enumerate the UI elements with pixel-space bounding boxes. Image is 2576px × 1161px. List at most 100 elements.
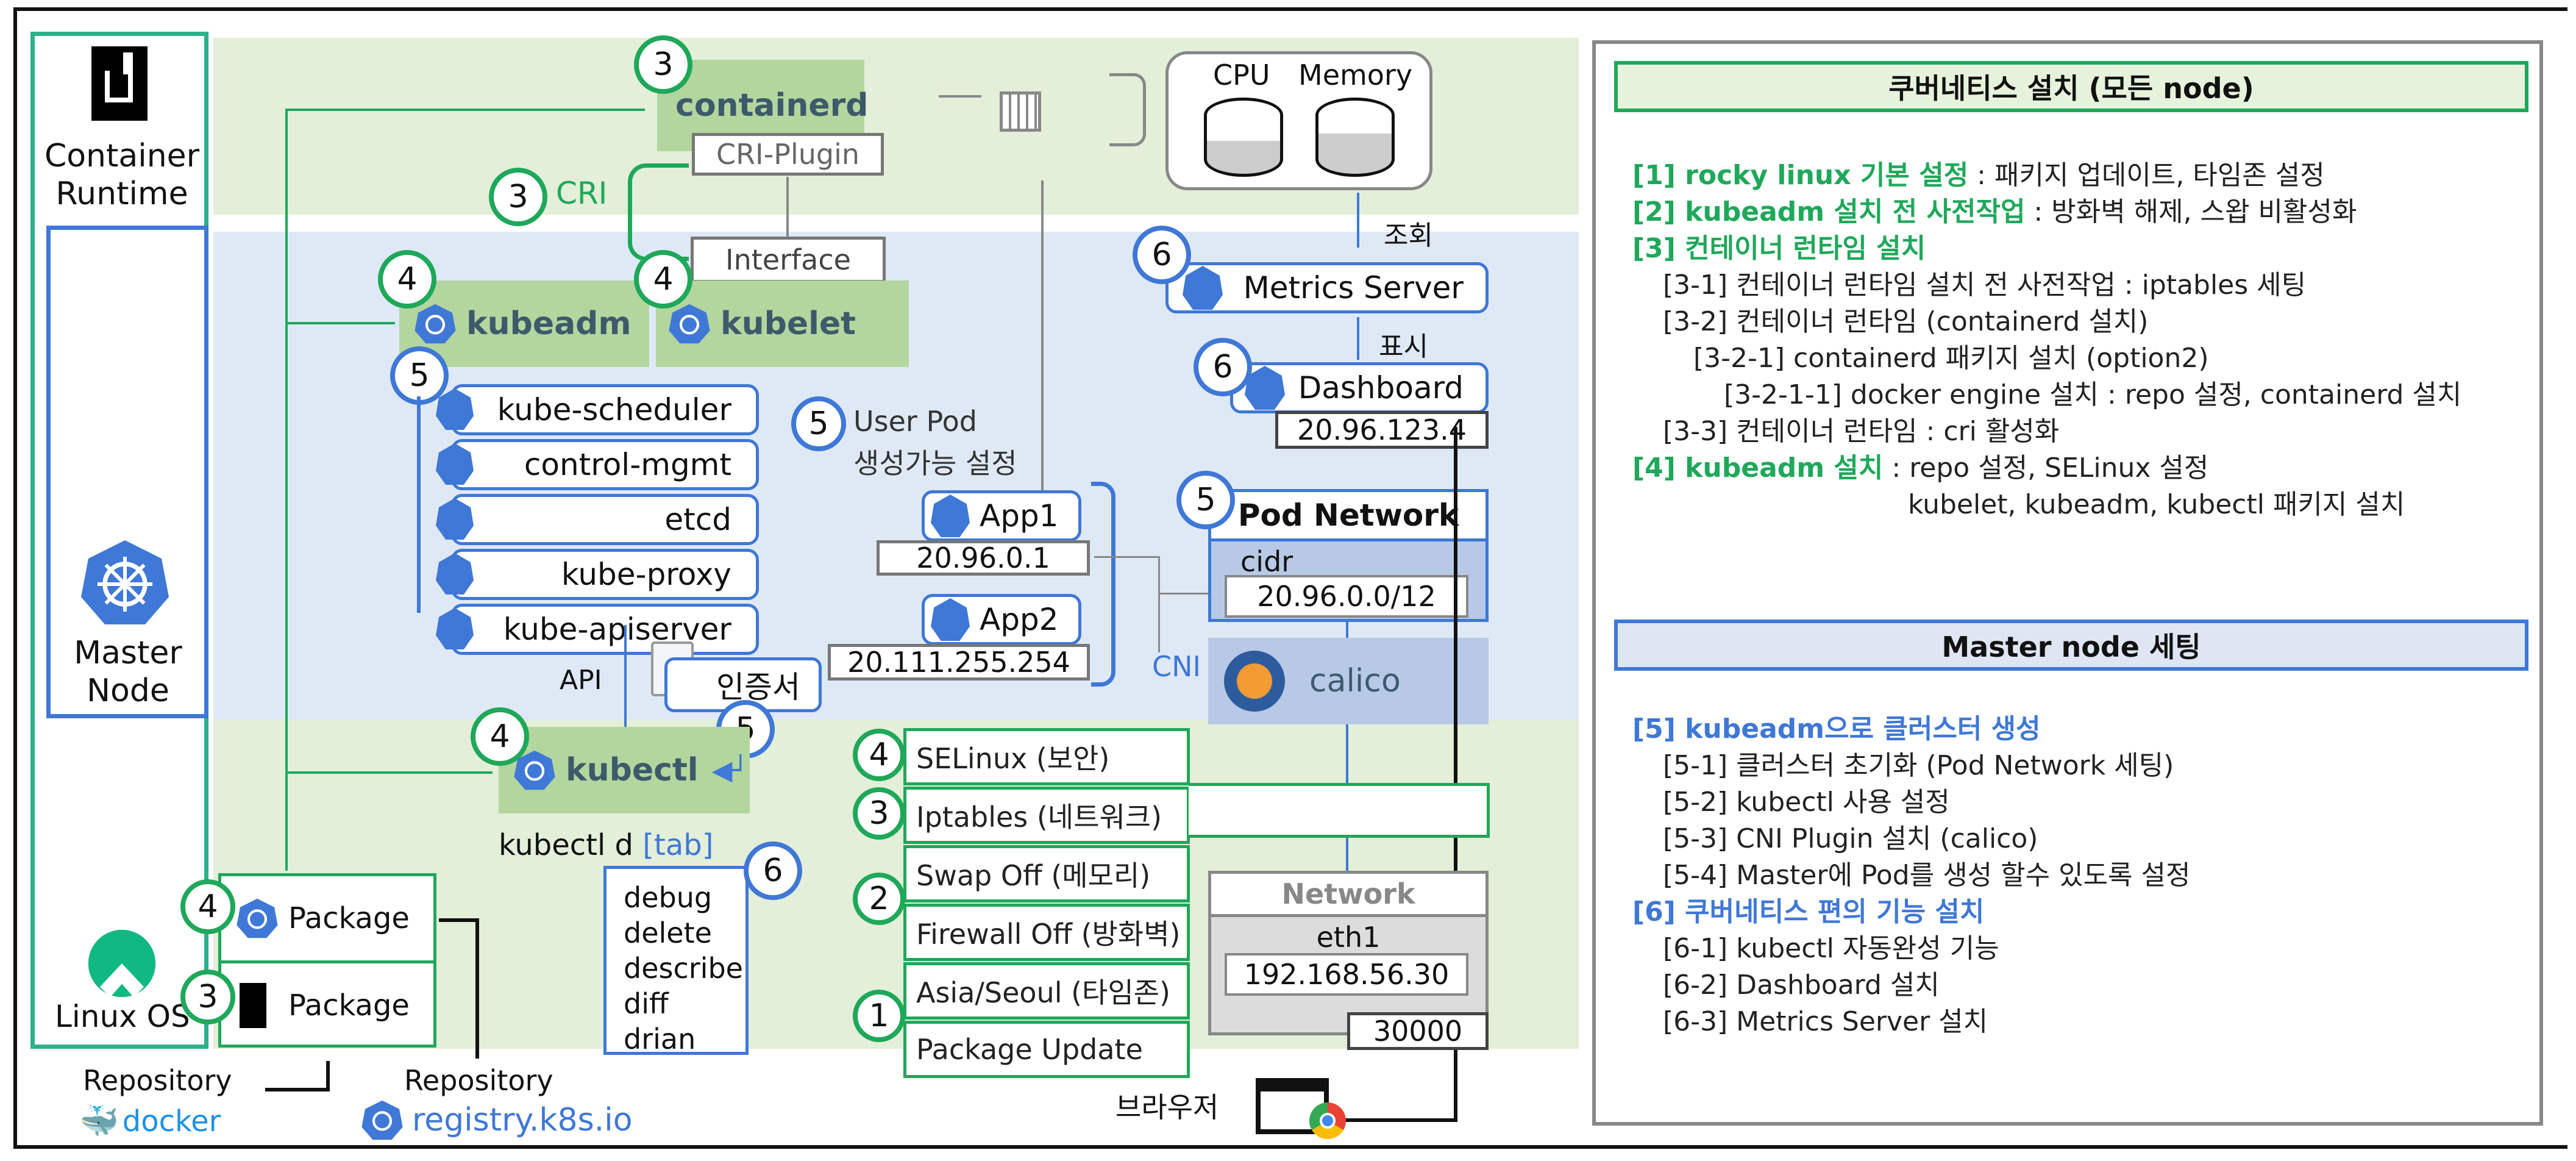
docker-repository[interactable]: 🐳 docker <box>79 1102 221 1140</box>
step-badge: 4 <box>853 729 905 781</box>
nodeport-box: 30000 <box>1347 1012 1489 1050</box>
app2-pod: App2 <box>922 594 1081 645</box>
query-label: 조회 <box>1384 220 1433 251</box>
install-step-text: [5-2] kubectl 사용 설정 <box>1663 787 1950 818</box>
os-setting-label: SELinux (보안) <box>916 742 1110 775</box>
os-setting-label: Asia/Seoul (타임존) <box>916 976 1170 1009</box>
control-plane-bus <box>417 396 421 613</box>
master-node-label: Master Node <box>74 635 182 709</box>
install-step-text: [3-2-1-1] docker engine 설치 : repo 설정, co… <box>1724 379 2462 410</box>
install-step: [3] 컨테이너 런타임 설치 <box>1632 230 2461 267</box>
step-badge: 5 <box>791 396 846 451</box>
install-step-text: [6-3] Metrics Server 설치 <box>1663 1006 1988 1037</box>
network-title: Network <box>1211 874 1485 917</box>
container-icon <box>1000 91 1041 132</box>
calico-label: calico <box>1309 663 1401 699</box>
chrome-icon <box>1309 1102 1346 1139</box>
install-step-text: [5-1] 클러스터 초기화 (Pod Network 세팅) <box>1663 750 2174 781</box>
app-name: App1 <box>980 498 1059 534</box>
pod-name: kube-apiserver <box>503 612 731 647</box>
control-plane-pod: kube-proxy <box>436 549 759 600</box>
containerd-package: Package <box>221 963 433 1048</box>
cpu-gauge-icon <box>1204 98 1283 177</box>
install-step: [6] 쿠버네티스 편의 기능 설치 <box>1632 894 2190 931</box>
package-box: Package Package <box>218 873 436 1048</box>
interface-box: Interface <box>691 237 886 283</box>
app1-link <box>1094 556 1160 558</box>
app1-pod: App1 <box>922 490 1081 541</box>
kubernetes-icon <box>237 898 278 938</box>
cidr-label: cidr <box>1240 545 1293 578</box>
os-setting-label: Firewall Off (방화벽) <box>916 918 1181 951</box>
kubernetes-icon <box>514 750 555 790</box>
memory-label: Memory <box>1298 59 1413 91</box>
install-step: kubelet, kubeadm, kubectl 패키지 설치 <box>1632 487 2461 523</box>
k8s-registry[interactable]: registry.k8s.io <box>361 1098 633 1143</box>
user-pod-label-2: 생성가능 설정 <box>853 447 1017 480</box>
display-label: 표시 <box>1379 331 1428 362</box>
linux-os-label: Linux OS <box>55 999 190 1034</box>
kubelet-box: kubelet <box>656 280 909 367</box>
cidr-value: 20.96.0.0/12 <box>1225 575 1468 618</box>
install-step: [1] rocky linux 기본 설정 : 패키지 업데이트, 타임존 설정 <box>1632 157 2461 194</box>
kubelet-label: kubelet <box>720 305 856 342</box>
pod-name: kube-scheduler <box>497 392 731 427</box>
os-setting-label: Package Update <box>916 1033 1143 1066</box>
pod-icon <box>931 598 970 641</box>
metrics-server-pod: Metrics Server <box>1165 262 1489 313</box>
pod-network-box: Pod Network cidr 20.96.0.0/12 <box>1208 489 1489 622</box>
install-step: [3-3] 컨테이너 런타임 : cri 활성화 <box>1632 413 2461 450</box>
step-badge: 3 <box>489 168 547 226</box>
interface-arrow <box>786 177 789 237</box>
cri-plugin-box: CRI-Plugin <box>692 133 884 176</box>
user-pod-to-container-line <box>1041 180 1044 559</box>
os-setting-item: SELinux (보안) 4 <box>853 728 1190 785</box>
autocomplete-tab: [tab] <box>642 828 714 862</box>
browser-label: 브라우저 <box>1115 1091 1219 1124</box>
network-box: Network eth1 192.168.56.30 <box>1208 871 1489 1035</box>
step-badge: 4 <box>634 250 692 309</box>
install-step: [3-1] 컨테이너 런타임 설치 전 사전작업 : iptables 세팅 <box>1632 267 2461 304</box>
resource-brace <box>1109 73 1146 146</box>
cri-brace <box>628 163 689 261</box>
install-step: [5-2] kubectl 사용 설정 <box>1632 784 2190 821</box>
query-arrow <box>1357 193 1359 248</box>
os-setting-item: Package Update <box>903 1021 1190 1078</box>
memory-gauge-icon <box>1315 98 1395 177</box>
step-badge: 4 <box>471 707 529 766</box>
control-plane-pod: kube-apiserver <box>436 604 759 655</box>
install-step-text: [5-4] Master에 Pod를 생성 할수 있도록 설정 <box>1663 860 2191 891</box>
control-plane-pod: control-mgmt <box>436 439 759 490</box>
browser-to-port-arrow <box>1454 1049 1457 1122</box>
install-step-text: [6-2] Dashboard 설치 <box>1663 970 1940 1001</box>
docker-whale-icon: 🐳 <box>79 1103 119 1140</box>
kubernetes-icon <box>669 304 710 344</box>
feed-line-containerd <box>285 109 645 111</box>
kubectl-label: kubectl <box>566 752 699 788</box>
install-step-text: [3-3] 컨테이너 런타임 : cri 활성화 <box>1663 416 2060 447</box>
install-step-head: [2] kubeadm 설치 전 사전작업 <box>1632 196 2026 227</box>
step-badge: 6 <box>1133 226 1191 284</box>
container-runtime-label: Container Runtime <box>44 138 200 212</box>
install-step-text: kubelet, kubeadm, kubectl 패키지 설치 <box>1908 489 2405 520</box>
cni-brace <box>1091 482 1115 687</box>
pod-network-to-nic-line <box>1346 622 1348 878</box>
k8s-package: Package <box>221 876 433 963</box>
registry-arrow <box>475 918 479 1059</box>
arrow-to-container <box>939 95 981 98</box>
docker-arrow <box>326 1061 330 1091</box>
repository-label: Repository <box>404 1064 553 1097</box>
iptables-extension <box>1189 783 1490 838</box>
install-step-head: [4] kubeadm 설치 <box>1632 452 1884 484</box>
metrics-server-label: Metrics Server <box>1243 270 1464 305</box>
install-step: [3-2-1] containerd 패키지 설치 (option2) <box>1632 340 2461 377</box>
pod-name: etcd <box>664 502 731 537</box>
step-badge: 5 <box>390 346 449 405</box>
display-arrow <box>1357 317 1359 360</box>
kubernetes-icon <box>361 1100 403 1140</box>
docker-arrow-link <box>265 1088 330 1091</box>
package-label: Package <box>288 901 410 935</box>
install-step: [5-1] 클러스터 초기화 (Pod Network 세팅) <box>1632 748 2190 784</box>
api-label: API <box>560 665 602 696</box>
